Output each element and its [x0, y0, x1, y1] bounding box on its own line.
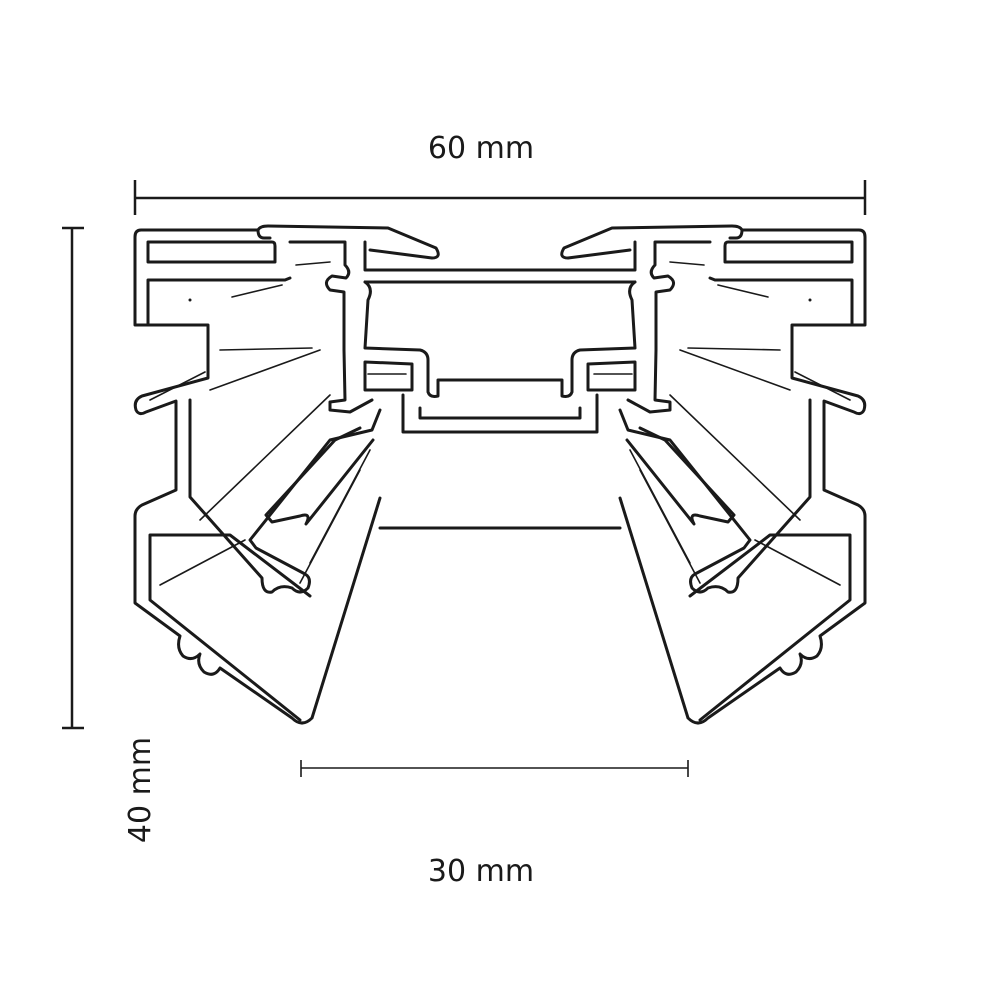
profile-left-half: [133, 224, 502, 725]
height-dimension-line: [62, 226, 84, 730]
opening-dimension-line: [300, 760, 689, 777]
profile-right-half: [498, 224, 867, 725]
height-label: 40 mm: [123, 737, 158, 843]
width-dimension-line: [133, 180, 867, 215]
opening-label: 30 mm: [428, 854, 534, 889]
width-label: 60 mm: [428, 131, 534, 166]
